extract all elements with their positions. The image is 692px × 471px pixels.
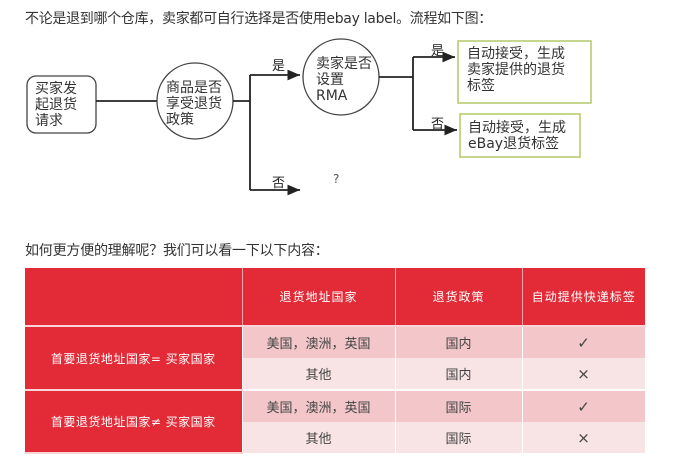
result-yes-node: 自动接受，生成 卖家提供的退货 标签 [467, 46, 565, 94]
header-auto-label: 自动提供快递标签 [522, 268, 645, 327]
decision1-no-label: 否 [272, 176, 286, 191]
header-return-country: 退货地址国家 [242, 268, 396, 327]
return-label-comparison-table: 退货地址国家 退货政策 自动提供快递标签 首要退货地址国家= 买家国家 美国，澳… [25, 268, 646, 454]
return-flowchart: 买家发 起退货 请求 商品是否 享受退货 政策 是 否 ? 卖家是否 设置 RM… [0, 0, 692, 230]
decision2-node: 卖家是否 设置 RMA [316, 56, 372, 104]
check-icon: ✓ [522, 390, 646, 422]
decision2-no-label: 否 [431, 117, 445, 132]
flowchart-lines [26, 38, 592, 196]
intro-text: 不论是退到哪个仓库，卖家都可自行选择是否使用ebay label。流程如下图： [25, 11, 492, 27]
cell-country: 其他 [242, 422, 396, 453]
table-row: 其他 国内 × [25, 358, 646, 391]
start-node-shape [26, 75, 97, 134]
decision1-yes-label: 是 [272, 59, 286, 74]
result-no-node: 自动接受，生成 eBay退货标签 [468, 120, 566, 152]
cell-country: 美国，澳洲，英国 [242, 326, 396, 358]
header-return-policy: 退货政策 [395, 268, 523, 327]
cross-icon: × [522, 358, 646, 391]
cell-country: 其他 [242, 358, 396, 391]
group-label: 首要退货地址国家= 买家国家 [25, 326, 243, 391]
decision1-node: 商品是否 享受退货 政策 [166, 80, 222, 128]
cell-policy: 国内 [395, 326, 523, 358]
table-row: 其他 国际 × [25, 422, 646, 453]
question-text: 如何更方便的理解呢？我们可以看一下以下内容： [25, 243, 329, 259]
table-row: 首要退货地址国家≠ 买家国家 美国，澳洲，英国 国际 ✓ [25, 390, 646, 454]
cell-policy: 国际 [395, 390, 523, 422]
decision2-yes-label: 是 [431, 44, 445, 59]
decision1-no-result: ? [333, 172, 340, 186]
result-no-shape [459, 113, 581, 158]
cell-policy: 国内 [395, 358, 523, 391]
group-label: 首要退货地址国家≠ 买家国家 [25, 390, 243, 454]
check-icon: ✓ [522, 326, 646, 358]
table-header-row: 退货地址国家 退货政策 自动提供快递标签 [25, 268, 645, 327]
table-row: 首要退货地址国家= 买家国家 美国，澳洲，英国 国内 ✓ [25, 326, 646, 391]
cross-icon: × [522, 422, 646, 453]
start-node: 买家发 起退货 请求 [35, 81, 77, 129]
result-yes-shape [457, 40, 592, 104]
cell-policy: 国际 [395, 422, 523, 453]
header-blank [25, 268, 243, 327]
cell-country: 美国，澳洲，英国 [242, 390, 396, 422]
